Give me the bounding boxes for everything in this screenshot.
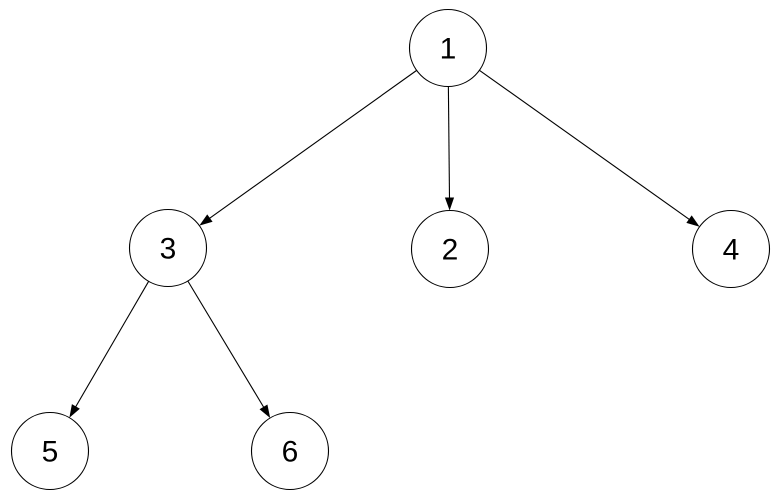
edge-line — [479, 69, 692, 221]
graph-node-4[interactable]: 4 — [691, 209, 771, 289]
node-circle[interactable] — [250, 411, 330, 491]
graph-node-6[interactable]: 6 — [250, 411, 330, 491]
node-circle[interactable] — [408, 8, 488, 88]
edge-3-to-5 — [69, 281, 150, 418]
graph-node-2[interactable]: 2 — [410, 209, 490, 289]
arrowhead-icon — [259, 404, 271, 418]
edge-1-to-4 — [479, 69, 700, 227]
edge-3-to-6 — [187, 280, 271, 418]
node-label: 4 — [723, 234, 740, 267]
node-label: 6 — [282, 436, 299, 469]
edge-line — [74, 281, 150, 409]
edge-layer — [69, 69, 700, 418]
node-circle[interactable] — [10, 411, 90, 491]
graph-node-1[interactable]: 1 — [408, 8, 488, 88]
node-layer: 1 3 2 4 5 6 — [10, 8, 771, 491]
node-circle[interactable] — [128, 208, 208, 288]
node-label: 2 — [442, 234, 459, 267]
graph-node-3[interactable]: 3 — [128, 208, 208, 288]
node-label: 3 — [160, 233, 177, 266]
arrowhead-icon — [199, 214, 213, 226]
node-circle[interactable] — [691, 209, 771, 289]
edge-1-to-3 — [199, 69, 417, 226]
edge-1-to-2 — [444, 86, 455, 211]
edge-line — [447, 86, 451, 200]
node-label: 1 — [440, 33, 457, 66]
edge-line — [207, 69, 417, 220]
arrowhead-icon — [69, 404, 80, 418]
arrowhead-icon — [686, 215, 700, 227]
node-circle[interactable] — [410, 209, 490, 289]
node-label: 5 — [42, 436, 59, 469]
graph-node-5[interactable]: 5 — [10, 411, 90, 491]
arrowhead-icon — [444, 197, 455, 211]
edge-line — [187, 280, 266, 410]
